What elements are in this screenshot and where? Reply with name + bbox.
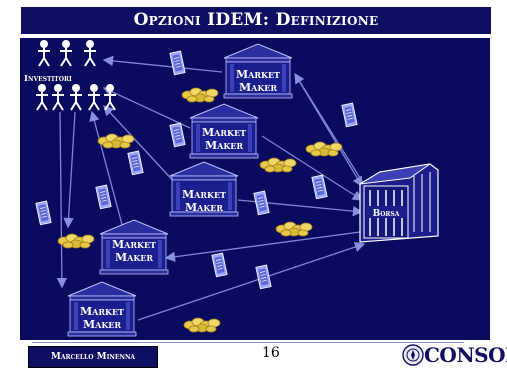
document-icon bbox=[35, 200, 52, 226]
document-icon bbox=[169, 122, 186, 148]
market-maker-3: Market Maker bbox=[169, 161, 239, 217]
market-maker-4: Market Maker bbox=[99, 219, 169, 275]
document-icon bbox=[311, 174, 328, 200]
market-maker-5: Market Maker bbox=[67, 281, 137, 337]
coin-pile-icon bbox=[97, 133, 135, 149]
svg-text:Maker: Maker bbox=[205, 139, 243, 152]
exchange-label: Borsa bbox=[373, 209, 400, 219]
footer-rule bbox=[32, 342, 464, 343]
coin-pile-icon bbox=[183, 317, 221, 333]
market-maker-2: Market Maker bbox=[189, 103, 259, 159]
document-icon bbox=[169, 50, 186, 76]
market-maker-1: Market Maker bbox=[223, 43, 293, 99]
consob-seal-icon bbox=[402, 344, 424, 366]
coin-pile-icon bbox=[275, 221, 313, 237]
exchange-building-icon bbox=[359, 163, 439, 243]
svg-text:Market: Market bbox=[236, 68, 280, 81]
svg-text:Market: Market bbox=[182, 188, 226, 201]
svg-text:Market: Market bbox=[112, 238, 156, 251]
document-icon bbox=[127, 150, 144, 176]
document-icon bbox=[211, 252, 228, 278]
svg-text:Maker: Maker bbox=[115, 251, 153, 264]
document-icon bbox=[253, 190, 270, 216]
svg-text:Maker: Maker bbox=[83, 318, 121, 331]
document-icon bbox=[95, 184, 112, 210]
author-label: Marcello Minenna bbox=[28, 346, 158, 368]
page-number: 16 bbox=[262, 345, 280, 361]
svg-text:Market: Market bbox=[202, 126, 246, 139]
document-icon bbox=[341, 102, 358, 128]
coin-pile-icon bbox=[305, 141, 343, 157]
coin-pile-icon bbox=[259, 157, 297, 173]
svg-text:Maker: Maker bbox=[185, 201, 223, 214]
flow-arrows bbox=[56, 55, 366, 321]
svg-text:Maker: Maker bbox=[239, 81, 277, 94]
svg-text:Market: Market bbox=[80, 305, 124, 318]
investors-label: Investitori bbox=[24, 74, 72, 84]
document-icon bbox=[255, 264, 272, 290]
slide-title: Opzioni IDEM: Definizione bbox=[20, 6, 492, 35]
coin-pile-icon bbox=[181, 87, 219, 103]
coin-pile-icon bbox=[57, 233, 95, 249]
consob-logo-text: CONSOB bbox=[424, 343, 507, 367]
